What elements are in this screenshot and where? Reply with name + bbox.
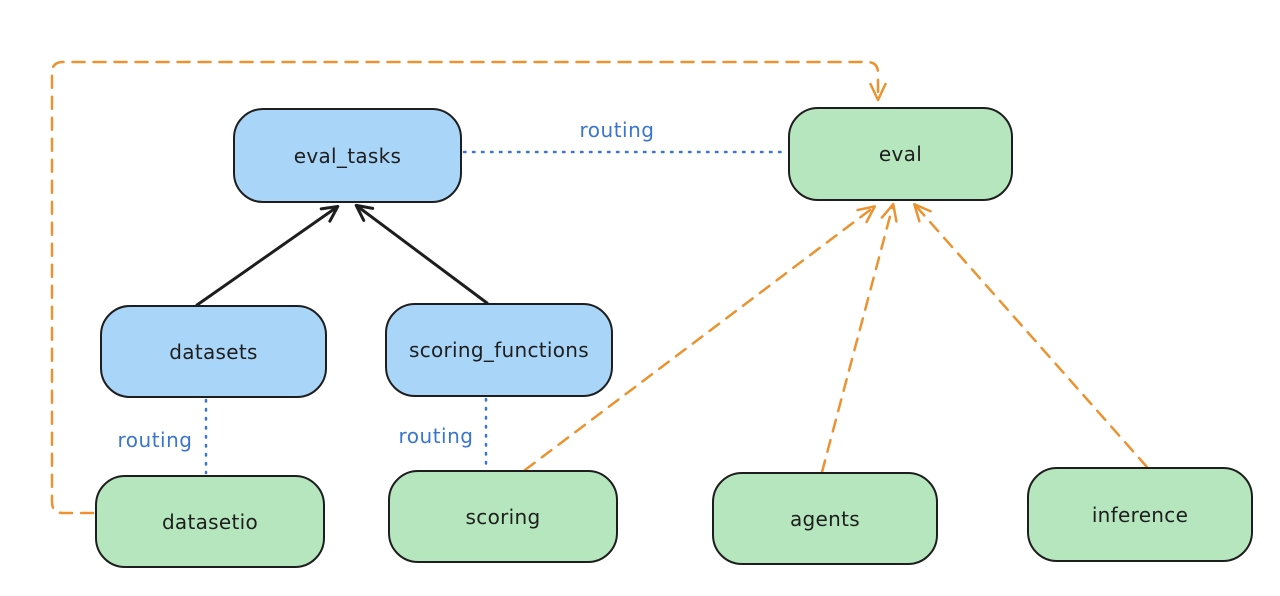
edge-label-eval_tasks-eval-routing: routing <box>579 118 655 142</box>
node-label-datasetio: datasetio <box>161 509 259 534</box>
node-scoring_functions: scoring_functions <box>385 303 613 397</box>
node-label-eval: eval <box>878 142 923 166</box>
edge-inference-to-eval <box>913 203 1149 469</box>
edge-label-scoring_functions-scoring-routing: routing <box>398 424 474 448</box>
node-datasets: datasets <box>100 305 327 398</box>
node-label-scoring: scoring <box>465 504 541 529</box>
edge-scoring_functions-to-eval_tasks <box>354 203 489 305</box>
node-agents: agents <box>712 472 938 565</box>
node-eval_tasks: eval_tasks <box>233 108 462 203</box>
node-scoring: scoring <box>388 470 618 563</box>
node-label-scoring_functions: scoring_functions <box>408 338 590 362</box>
node-eval: eval <box>788 107 1013 201</box>
node-inference: inference <box>1027 467 1253 562</box>
edge-label-datasets-datasetio-routing: routing <box>117 428 193 452</box>
node-label-datasets: datasets <box>169 339 258 364</box>
edge-agents-to-eval <box>820 202 898 474</box>
node-label-eval_tasks: eval_tasks <box>293 143 402 168</box>
edge-datasets-to-eval_tasks <box>195 204 340 307</box>
node-label-agents: agents <box>790 506 860 531</box>
node-datasetio: datasetio <box>95 475 325 568</box>
node-label-inference: inference <box>1091 502 1189 527</box>
